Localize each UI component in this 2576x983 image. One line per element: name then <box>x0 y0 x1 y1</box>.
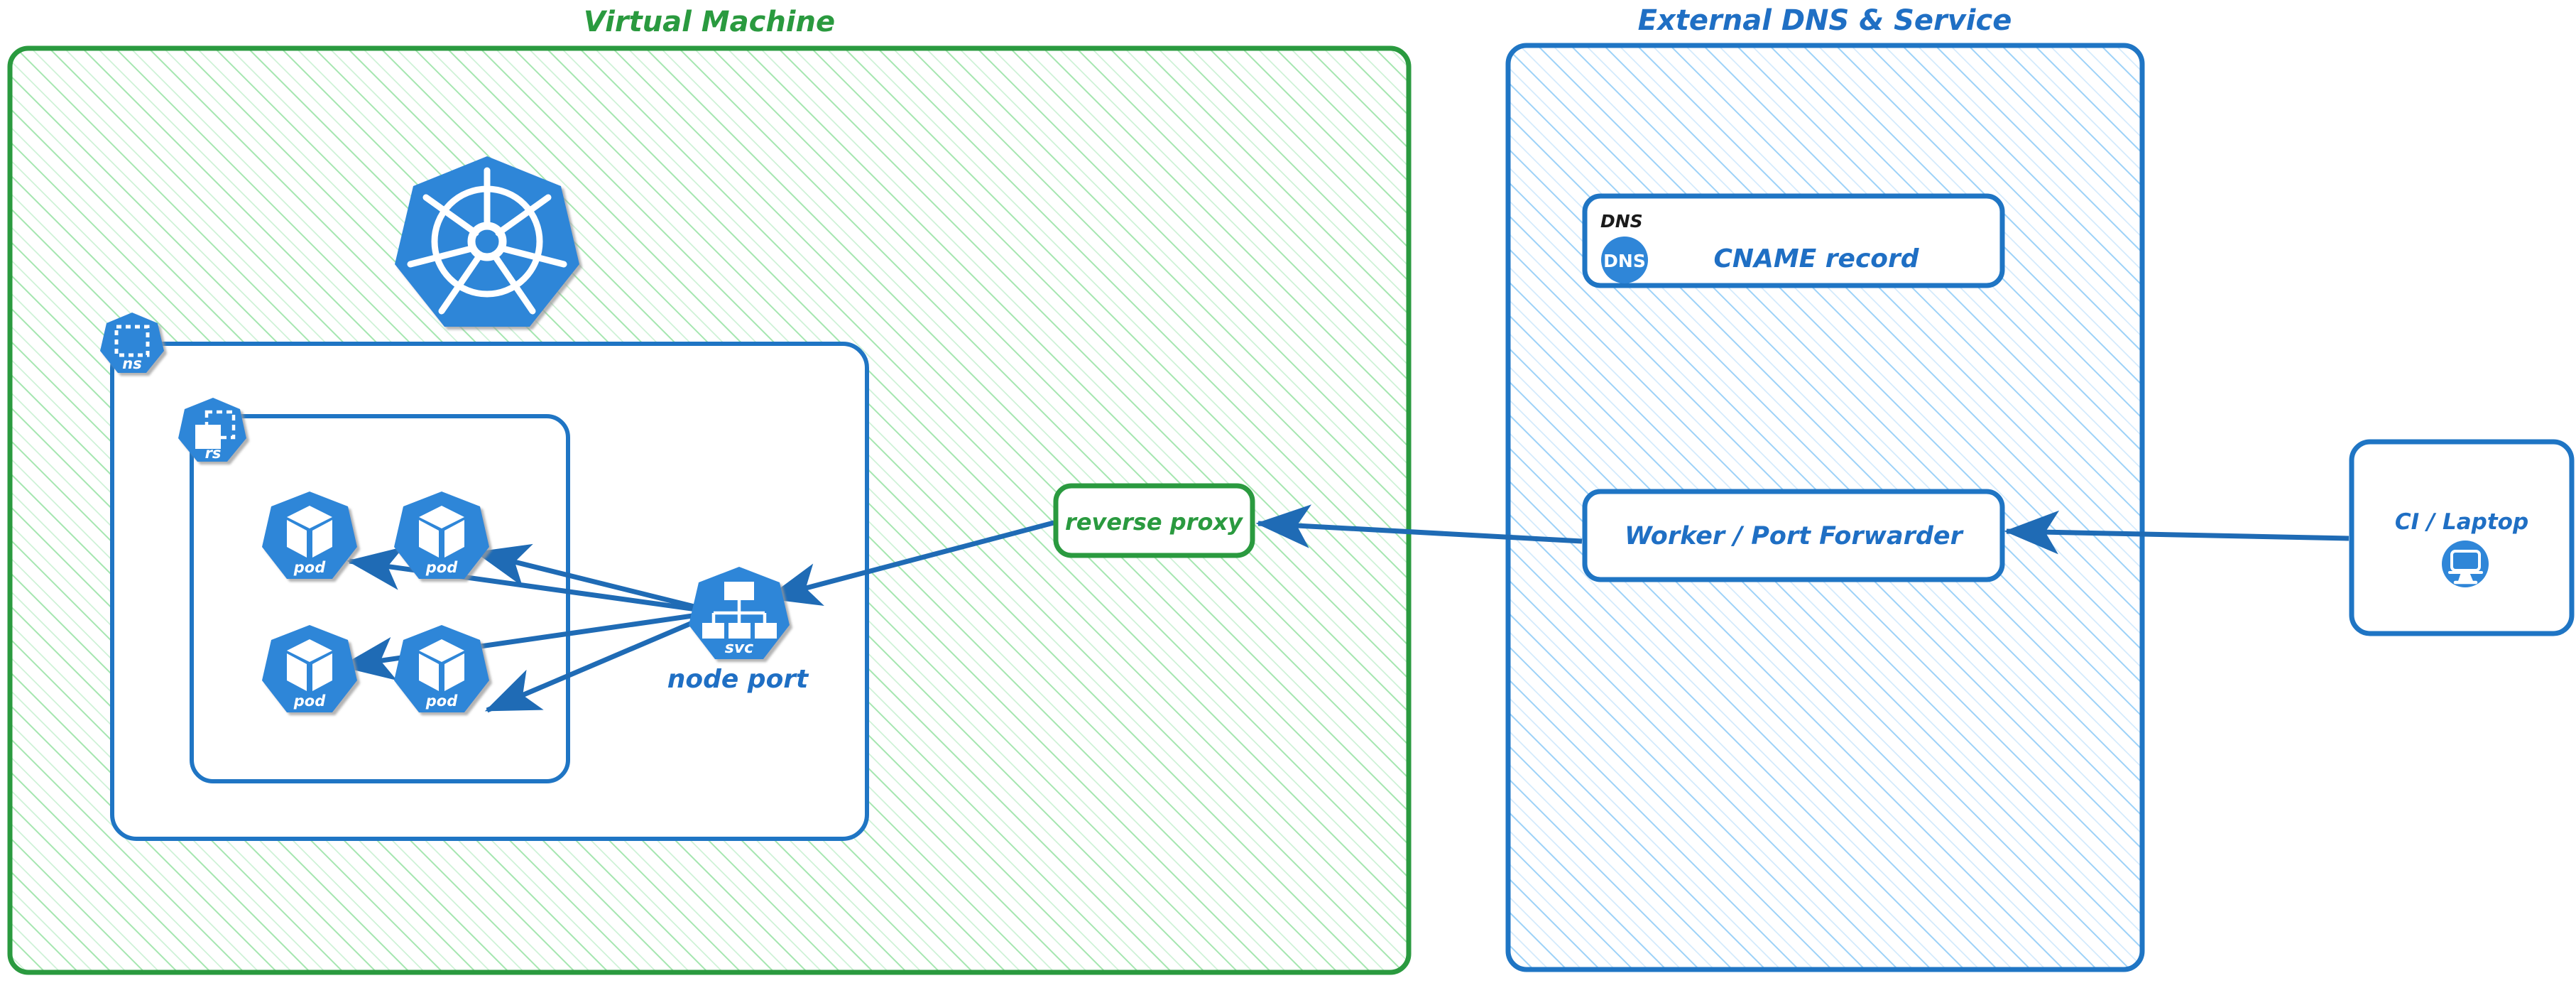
namespace-badge-label: ns <box>122 355 141 372</box>
replicaset-badge[interactable]: rs <box>178 398 246 462</box>
reverse-proxy-label: reverse proxy <box>1065 509 1243 536</box>
arrow-service-to-pod-4 <box>484 609 719 713</box>
panel-title-virtual-machine: Virtual Machine <box>584 6 835 38</box>
arrow-service-to-pod-1 <box>346 546 718 615</box>
pod-cube-icon <box>419 506 464 558</box>
namespace-dashed-square-icon <box>114 325 150 357</box>
pod-cube-icon <box>287 639 332 691</box>
pod-label: pod <box>425 693 458 710</box>
replicaset-badge-label: rs <box>205 445 222 462</box>
worker-port-forwarder-card[interactable]: Worker / Port Forwarder <box>1582 489 2005 582</box>
arrow-worker-to-reverse-proxy <box>1255 504 1583 548</box>
pod-4[interactable]: pod <box>394 625 489 712</box>
ci-laptop-card[interactable]: CI / Laptop <box>2349 439 2575 636</box>
service-hierarchy-icon <box>702 582 777 639</box>
reverse-proxy-node[interactable]: reverse proxy <box>1053 483 1255 558</box>
pod-cube-icon <box>419 639 464 691</box>
panel-title-external-dns-service: External DNS & Service <box>1638 4 2012 37</box>
pod-2[interactable]: pod <box>394 492 489 579</box>
desktop-monitor-icon <box>2442 541 2489 587</box>
pod-label: pod <box>293 693 326 710</box>
replicaset-box[interactable] <box>190 414 570 783</box>
pod-cube-icon <box>287 506 332 558</box>
arrow-reverse-proxy-to-service <box>765 520 1054 607</box>
arrow-service-to-pod-2 <box>474 543 718 615</box>
dns-badge-text: DNS <box>1603 251 1646 271</box>
kubernetes-logo <box>395 156 579 327</box>
service-node-port[interactable]: svc <box>689 567 790 659</box>
pod-1[interactable]: pod <box>262 492 357 579</box>
namespace-badge[interactable]: ns <box>100 313 164 373</box>
replicaset-stacked-boxes-icon <box>195 410 236 449</box>
pod-3[interactable]: pod <box>262 625 357 712</box>
pod-label: pod <box>293 559 326 576</box>
worker-port-forwarder-label: Worker / Port Forwarder <box>1625 522 1965 550</box>
dns-card-title: CNAME record <box>1713 244 1919 273</box>
arrow-ci-laptop-to-worker <box>2004 510 2349 555</box>
service-badge-label: svc <box>725 639 753 657</box>
dns-cname-card[interactable]: DNS DNS CNAME record <box>1582 193 2005 288</box>
dns-circle-icon: DNS <box>1601 237 1648 283</box>
service-caption: node port <box>667 665 809 694</box>
ci-laptop-label: CI / Laptop <box>2395 509 2528 535</box>
dns-card-corner-label: DNS <box>1600 211 1643 232</box>
pod-label: pod <box>425 559 458 576</box>
